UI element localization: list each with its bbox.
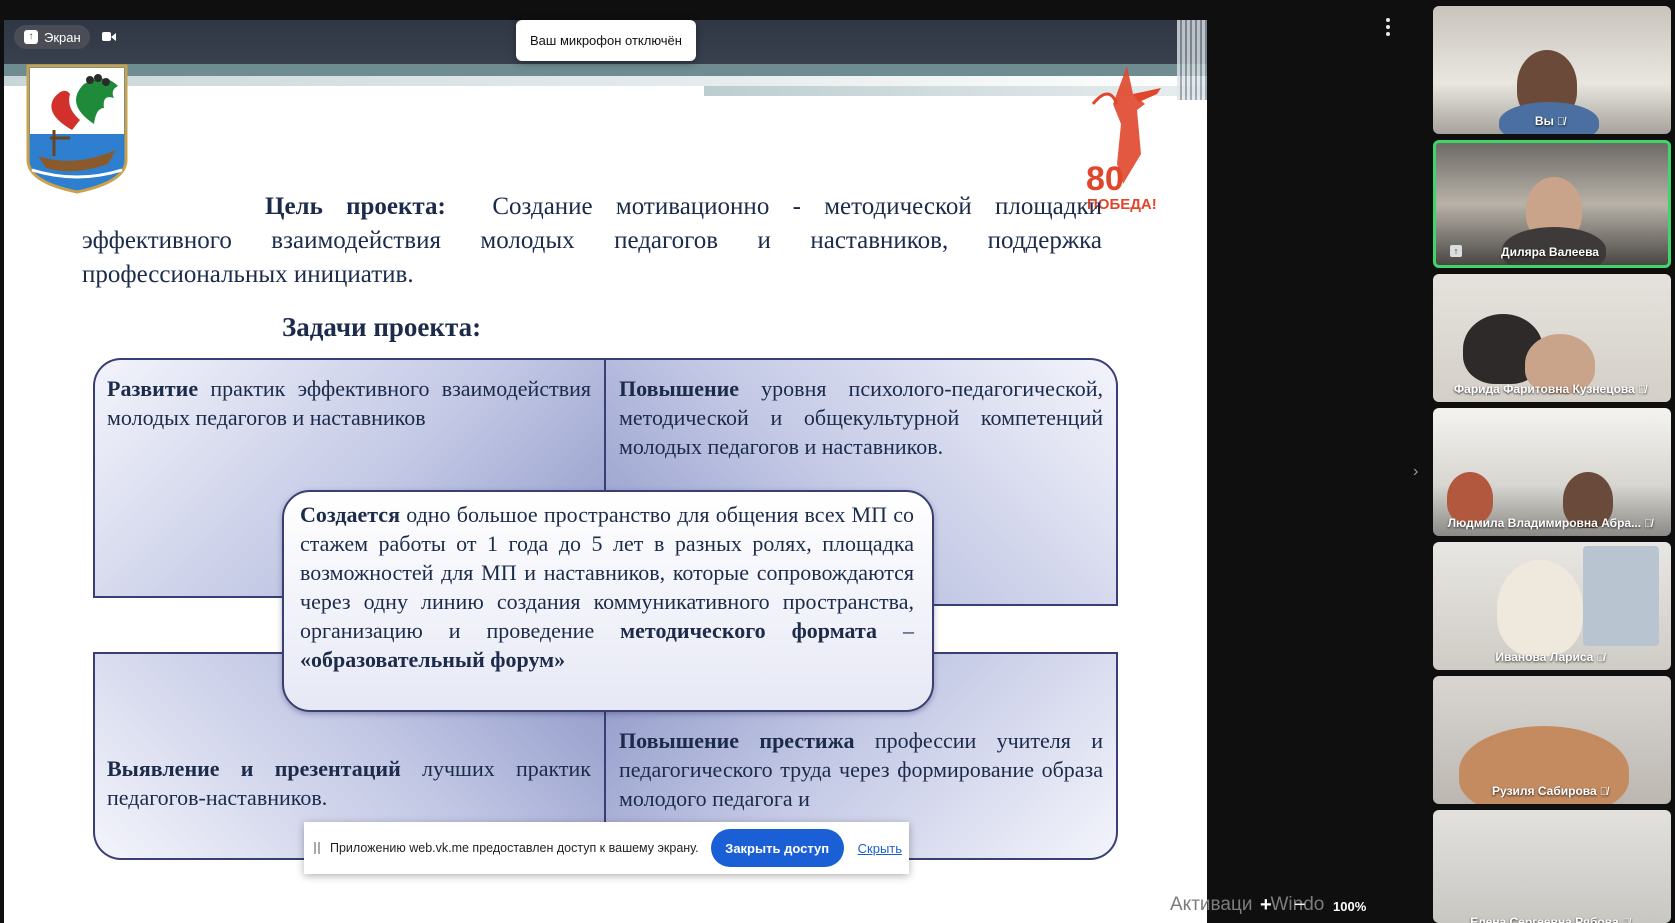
hide-link[interactable]: Скрыть: [857, 840, 903, 856]
participant-name: Людмила Владимировна Абра...🎙̸: [1433, 516, 1671, 530]
participant-video: [1447, 472, 1493, 524]
participant-name: Вы🎙̸: [1433, 114, 1671, 128]
camera-icon[interactable]: [100, 28, 118, 46]
participant-video: [1497, 560, 1583, 656]
participant-name: Диляра Валеева: [1501, 245, 1599, 259]
task-bold: Развитие: [107, 376, 199, 401]
callout-bold: Создается: [300, 502, 400, 527]
share-screen-icon: ↑: [24, 30, 38, 44]
task-body: уровня психолого-педагогической, методич…: [619, 376, 1103, 459]
task-development-text: Развитие практик эффективного взаимодейс…: [107, 374, 591, 432]
task-body: лучших практик педагогов-наставников.: [107, 756, 591, 810]
name-text: Фарида Фаритовна Кузнецова: [1453, 382, 1635, 396]
slide-edge-decoration: [1177, 20, 1207, 100]
name-text: Людмила Владимировна Абра...: [1447, 516, 1642, 530]
zoom-out-button[interactable]: −: [1294, 894, 1306, 916]
screen-chip-label: Экран: [44, 29, 81, 45]
task-identification-text: Выявление и презентаций лучших практик п…: [107, 754, 591, 812]
participant-tile[interactable]: Елена Сергеевна Рябова🎙̸: [1433, 810, 1671, 923]
callout-bold: методического формата: [620, 618, 878, 643]
name-text: Елена Сергеевна Рябова: [1470, 915, 1619, 923]
zoom-in-button[interactable]: +: [1260, 894, 1272, 916]
mic-off-icon: 🎙̸: [1556, 116, 1566, 128]
name-text: Рузиля Сабирова: [1492, 784, 1597, 798]
collapse-panel-chevron-icon[interactable]: ›: [1413, 463, 1419, 480]
participant-tile[interactable]: Людмила Владимировна Абра...🎙̸: [1433, 408, 1671, 536]
stop-sharing-button[interactable]: Закрыть доступ: [710, 829, 844, 867]
mic-off-icon: 🎙̸: [1621, 917, 1630, 923]
mic-off-icon: 🎙̸: [1637, 384, 1647, 396]
callout-body: одно большое пространство для общения вс…: [300, 502, 914, 643]
participant-tile[interactable]: Рузиля Сабирова🎙̸: [1433, 676, 1671, 804]
mic-off-icon: 🎙̸: [1596, 652, 1605, 664]
task-bold: Повышение престижа: [619, 728, 855, 753]
slide-stripe: [4, 76, 1207, 86]
victory-number: 80: [1086, 160, 1124, 198]
mic-muted-toast: Ваш микрофон отключён: [516, 20, 696, 61]
task-prestige-text: Повышение престижа профессии учителя и п…: [619, 726, 1103, 813]
mic-off-icon: 🎙̸: [1644, 518, 1653, 530]
screen-share-chip[interactable]: ↑ Экран: [14, 25, 90, 49]
goal-label: Цель проекта:: [265, 193, 446, 220]
participant-video: [1459, 726, 1629, 804]
screen-share-notice-bar: Приложению web.vk.me предоставлен доступ…: [304, 822, 909, 874]
center-callout-text: Создается одно большое пространство для …: [300, 500, 914, 674]
victory-80-logo: [1091, 66, 1161, 184]
name-text: Иванова Лариса: [1495, 650, 1594, 664]
city-coat-of-arms-logo: [26, 64, 128, 194]
drag-handle-icon[interactable]: [314, 842, 320, 854]
task-bold: Повышение: [619, 376, 740, 401]
task-improvement-text: Повышение уровня психолого-педагогическо…: [619, 374, 1103, 461]
goal-text: Создание мотивационно - методической пло…: [82, 193, 1102, 288]
participant-video: [1583, 546, 1659, 646]
participant-name: Иванова Лариса🎙̸: [1433, 650, 1671, 664]
participant-name: Рузиля Сабирова🎙̸: [1433, 784, 1671, 798]
callout-bold: «образовательный форум»: [300, 647, 566, 672]
screen-sharing-icon: ↑: [1450, 245, 1462, 257]
participant-tile[interactable]: Иванова Лариса🎙̸: [1433, 542, 1671, 670]
task-body: практик эффективного взаимодействия моло…: [107, 376, 591, 430]
victory-text: ПОБЕДА!: [1087, 196, 1157, 213]
participant-video: [1563, 472, 1613, 528]
mic-off-icon: 🎙̸: [1599, 786, 1608, 798]
participant-video: [1502, 227, 1606, 265]
project-goal-paragraph: Цель проекта: Создание мотивационно - ме…: [82, 190, 1102, 292]
participant-name: Елена Сергеевна Рябова🎙̸: [1433, 915, 1671, 923]
windows-activation-watermark: Активаци Windo: [1170, 894, 1324, 916]
tasks-title: Задачи проекта:: [282, 312, 482, 342]
zoom-level: 100%: [1333, 899, 1367, 914]
slide-stripe: [4, 64, 1207, 76]
slide-stripe: [704, 86, 1207, 96]
participant-tile[interactable]: Фарида Фаритовна Кузнецова🎙̸: [1433, 274, 1671, 402]
name-text: Вы: [1534, 114, 1554, 128]
callout-dash: –: [877, 618, 915, 643]
participant-video: [1525, 334, 1595, 394]
center-callout-box: [282, 490, 934, 712]
participant-tile[interactable]: Вы🎙̸: [1433, 6, 1671, 134]
participant-name: Фарида Фаритовна Кузнецова🎙̸: [1433, 382, 1671, 396]
participant-tile-active-speaker[interactable]: ↑ Диляра Валеева: [1433, 140, 1671, 268]
task-bold: Выявление и презентаций: [107, 756, 401, 781]
more-options-icon[interactable]: [1384, 18, 1392, 36]
watermark-text: Windo: [1270, 894, 1325, 915]
participant-video: [1499, 102, 1599, 134]
watermark-text: Активаци: [1170, 894, 1253, 915]
share-notice-text: Приложению web.vk.me предоставлен доступ…: [330, 841, 699, 855]
task-body: профессии учителя и педагогического труд…: [619, 728, 1103, 811]
